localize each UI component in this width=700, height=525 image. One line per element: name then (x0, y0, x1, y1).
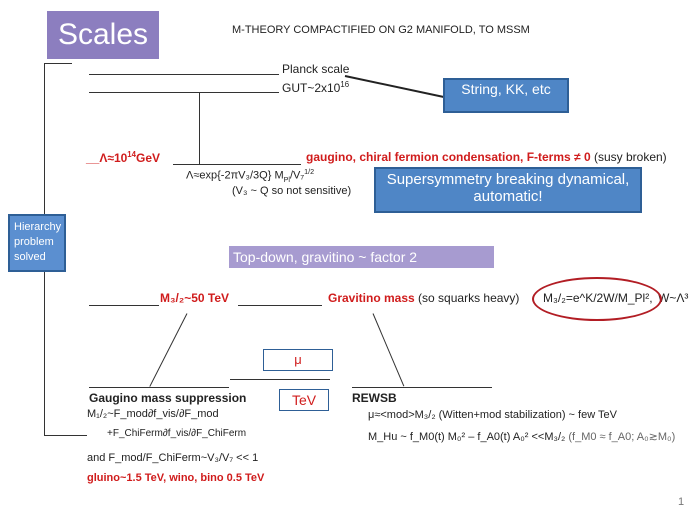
m32-label: M₃/₂~50 TeV (160, 291, 230, 305)
slide-heading: M-THEORY COMPACTIFIED ON G2 MANIFOLD, TO… (232, 24, 530, 36)
hierarchy-box: Hierarchy problem solved (8, 214, 66, 272)
formula-highlight-ellipse (532, 277, 662, 321)
topdown-banner: Top-down, gravitino ~ factor 2 (229, 246, 494, 268)
m32-line-left (89, 305, 159, 306)
mhu-formula: M_Hu ~ f_M0(t) M₀² – f_A0(t) A₀² <<M₃/₂ … (368, 431, 676, 443)
left-bracket-bottom (44, 435, 87, 436)
planck-label: Planck scale (282, 62, 350, 76)
gravitino-mass: Gravitino mass (so squarks heavy) (328, 291, 520, 305)
lambda-line (173, 164, 301, 165)
planck-line (89, 74, 279, 75)
gaugino-line (89, 387, 229, 388)
tev-box: TeV (279, 389, 329, 411)
string-kk-callout: String, KK, etc (443, 78, 569, 113)
m32-line-right (238, 305, 322, 306)
callout-pointer (344, 75, 453, 100)
w-formula: W~Λ³ (658, 291, 689, 305)
gut-connector (199, 92, 200, 164)
ratio-formula: and F_mod/F_ChiFerm~V₃/V₇ << 1 (87, 452, 259, 464)
branch-right (372, 313, 405, 387)
rewsb-heading: REWSB (352, 391, 397, 405)
mu-box: μ (263, 349, 333, 371)
gaugino-condensation: gaugino, chiral fermion condensation, F-… (306, 150, 667, 164)
susy-callout: Supersymmetry breaking dynamical, automa… (374, 167, 642, 213)
gut-label: GUT~2x1016 (282, 80, 350, 95)
lambda-formula: Λ≈exp{-2πV₃/3Q} MPl/V₇1/2 (186, 168, 315, 184)
branch-left (149, 313, 188, 387)
left-bracket-top (44, 63, 72, 64)
mu-line (230, 379, 330, 380)
gaugino-suppression-heading: Gaugino mass suppression (89, 391, 247, 405)
lambda-label: __Λ≈1014GeV (86, 150, 160, 165)
rewsb-line (352, 387, 492, 388)
gut-line (89, 92, 279, 93)
v3-note: (V₃ ~ Q so not sensitive) (232, 185, 352, 197)
mu-formula: μ≈<mod>M₃/₂ (Witten+mod stabilization) ~… (368, 409, 617, 421)
chiferm-term: +F_ChiFerm∂f_vis/∂F_ChiFerm (107, 428, 247, 439)
slide-title: Scales (47, 11, 159, 59)
gluino-masses: gluino~1.5 TeV, wino, bino 0.5 TeV (87, 472, 265, 484)
m12-formula: M₁/₂~F_mod∂f_vis/∂F_mod (87, 408, 219, 420)
page-number: 1 (678, 496, 685, 508)
